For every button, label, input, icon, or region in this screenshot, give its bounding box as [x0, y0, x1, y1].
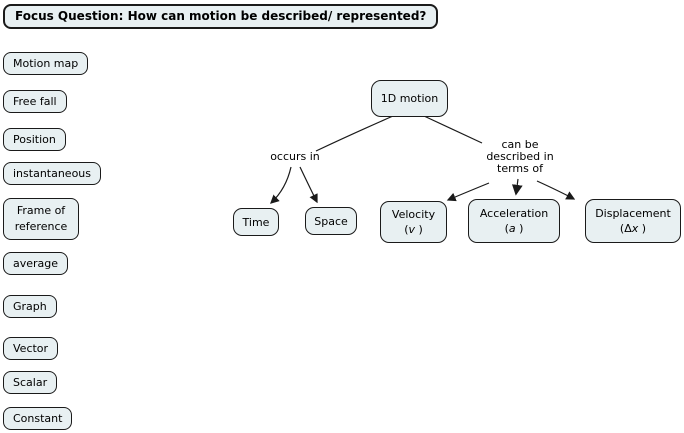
node-acceleration-symbol: (a ): [504, 222, 524, 235]
term-scalar[interactable]: Scalar: [3, 371, 58, 394]
focus-question-box[interactable]: Focus Question: How can motion be descri…: [3, 4, 439, 29]
node-time-label: Time: [242, 215, 270, 229]
node-acceleration-label: Acceleration: [479, 207, 549, 220]
node-velocity[interactable]: Velocity (v ): [380, 201, 447, 243]
arrow-occurs-to-space: [299, 166, 318, 204]
node-space[interactable]: Space: [305, 207, 357, 235]
arrow-described-to-velocity: [446, 182, 490, 202]
arrow-described-to-displacement: [536, 180, 576, 200]
term-constant[interactable]: Constant: [3, 407, 73, 430]
node-velocity-symbol: (v ): [404, 223, 423, 236]
term-free-fall[interactable]: Free fall: [3, 90, 67, 113]
node-time[interactable]: Time: [233, 208, 279, 236]
line-root-to-occurs-in: [315, 115, 394, 152]
term-position[interactable]: Position: [3, 128, 66, 151]
arrow-described-to-acceleration: [511, 178, 523, 196]
node-1d-motion-label: 1D motion: [380, 92, 439, 105]
line-root-to-described: [423, 115, 483, 144]
term-average[interactable]: average: [3, 252, 69, 275]
term-vector[interactable]: Vector: [3, 337, 59, 360]
node-acceleration[interactable]: Acceleration (a ): [468, 199, 560, 243]
node-displacement-label: Displacement: [595, 207, 671, 220]
term-instantaneous[interactable]: instantaneous: [3, 162, 102, 185]
term-motion-map[interactable]: Motion map: [3, 52, 89, 75]
term-frame-of-reference[interactable]: Frame of reference: [3, 198, 79, 240]
link-label-occurs-in[interactable]: occurs in: [270, 150, 320, 163]
link-label-can-be-described[interactable]: can be described in terms of: [486, 138, 554, 175]
node-displacement[interactable]: Displacement (Δx ): [585, 199, 681, 243]
node-1d-motion[interactable]: 1D motion: [371, 80, 448, 117]
node-space-label: Space: [314, 214, 348, 228]
arrow-occurs-to-time: [270, 166, 292, 204]
node-displacement-symbol: (Δx ): [619, 222, 647, 235]
term-graph[interactable]: Graph: [3, 295, 57, 318]
node-velocity-label: Velocity: [391, 208, 436, 221]
